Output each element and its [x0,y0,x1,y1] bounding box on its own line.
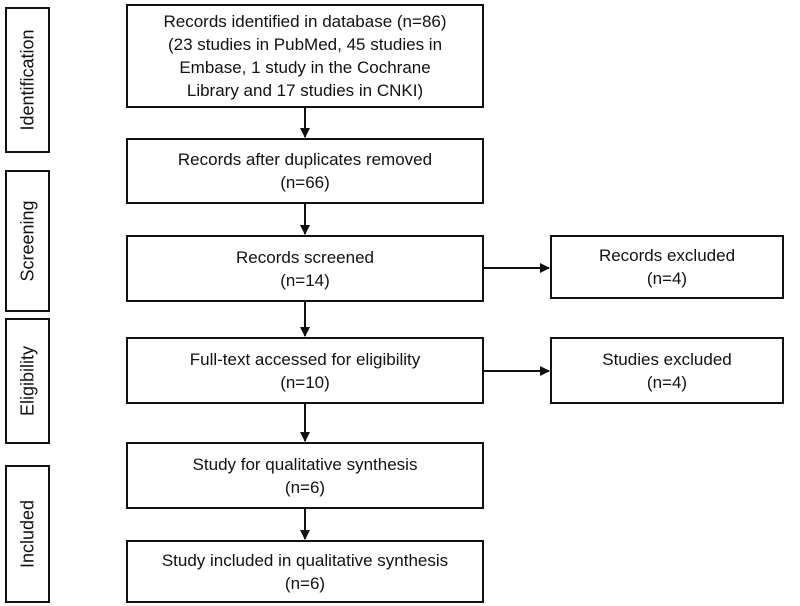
box-records-identified: Records identified in database (n=86) (2… [126,4,484,108]
box-line: (n=66) [280,173,330,192]
box-line: (n=4) [646,269,688,288]
box-line: (n=10) [280,372,330,392]
box-fulltext-assessed: Full-text accessed for eligibility (n=10… [126,337,484,404]
box-line: (23 studies in PubMed, 45 studies in [167,35,443,54]
box-line: Study for qualitative synthesis [192,454,418,474]
stage-included: Included [5,465,50,603]
box-line: (n=6) [284,477,326,497]
stage-screening-label: Screening [17,200,37,282]
box-records-screened: Records screened (n=14) [126,235,484,302]
stage-eligibility: Eligibility [5,318,50,444]
box-line: Records after duplicates removed [177,150,433,169]
box-line: (n=4) [646,372,688,392]
box-included-synthesis: Study included in qualitative synthesis … [126,540,484,603]
box-records-excluded: Records excluded (n=4) [550,235,784,299]
box-studies-excluded: Studies excluded (n=4) [550,337,784,404]
box-duplicates-removed: Records after duplicates removed (n=66) [126,138,484,204]
box-line: Studies excluded [602,349,732,369]
box-line: (n=6) [284,573,326,593]
stage-screening: Screening [5,170,50,312]
stage-identification: Identification [5,7,50,153]
box-line: Records identified in database (n=86) [163,12,447,31]
box-line: Records screened [236,247,374,267]
box-line: (n=14) [280,270,330,290]
box-line: Library and 17 studies in CNKI) [186,81,424,100]
box-line: Records excluded [598,246,736,265]
box-line: Full-text accessed for eligibility [189,349,421,369]
box-line: Study included in qualitative synthesis [161,550,449,570]
stage-identification-label: Identification [17,29,37,131]
box-line: Embase, 1 study in the Cochrane [179,58,431,77]
box-qualitative-synthesis: Study for qualitative synthesis (n=6) [126,442,484,509]
stage-eligibility-label: Eligibility [17,345,37,417]
stage-included-label: Included [17,499,37,569]
